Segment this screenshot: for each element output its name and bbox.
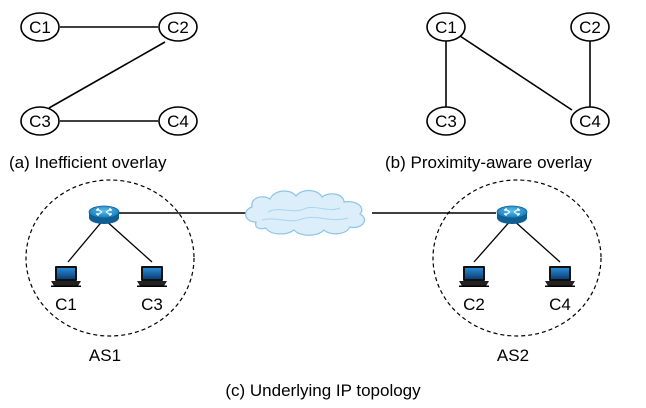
overlay-b-edge-c1-c4 [459,35,573,111]
node-label: C2 [579,18,601,37]
node-label: C4 [579,112,601,131]
laptop-icon [51,266,81,287]
node-label: C1 [29,18,51,37]
node-label: C4 [167,112,189,131]
overlay-a-edge-c2-c3 [48,41,166,109]
overlay-a: C1 C2 C3 C4 (a) Inefficient overlay [9,12,198,172]
router-icon [88,205,120,225]
overlay-b-caption: (b) Proximity-aware overlay [385,153,592,172]
overlay-b-node-c3: C3 [426,106,466,136]
overlay-a-node-c1: C1 [20,12,60,42]
router-icon [496,205,528,225]
laptop-icon [545,266,575,287]
overlay-b: C1 C2 C3 C4 (b) Proximity-aware overlay [385,12,610,172]
host-label: C1 [55,295,77,314]
cloud-icon [245,189,365,236]
laptop-icon [459,266,489,287]
as2-region: C2 C4 AS2 [432,179,602,365]
ip-topology: C1 C3 AS1 C2 C4 AS2 (c) Underlying IP to… [25,179,602,400]
overlay-a-node-c4: C4 [158,106,198,136]
node-label: C3 [435,112,457,131]
host-label: C4 [549,295,571,314]
as1-region: C1 C3 AS1 [25,179,195,365]
overlay-b-node-c2: C2 [570,12,610,42]
overlay-b-node-c4: C4 [570,106,610,136]
topology-caption: (c) Underlying IP topology [225,381,421,400]
node-label: C3 [29,112,51,131]
overlay-a-node-c2: C2 [158,12,198,42]
laptop-icon [137,266,167,287]
node-label: C1 [435,18,457,37]
host-label: C3 [141,295,163,314]
node-label: C2 [167,18,189,37]
as2-label: AS2 [497,346,529,365]
overlay-a-caption: (a) Inefficient overlay [9,153,167,172]
as1-label: AS1 [89,346,121,365]
host-label: C2 [463,295,485,314]
overlay-a-node-c3: C3 [20,106,60,136]
overlay-b-node-c1: C1 [426,12,466,42]
